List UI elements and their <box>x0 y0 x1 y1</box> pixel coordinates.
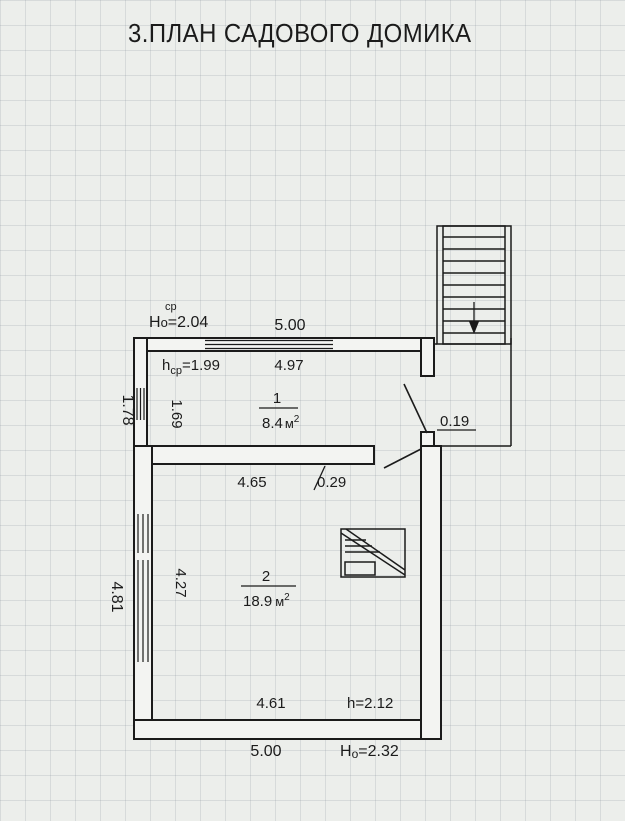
porch-outline <box>434 338 512 447</box>
stove-icon <box>340 528 406 578</box>
inner-top-height-subscript: ср <box>170 365 182 377</box>
room-1-area-unit: м <box>285 416 294 431</box>
door-swing-lower <box>383 448 422 469</box>
outer-top-height-superscript: ср <box>165 301 177 313</box>
dim-top-outer: 5.00 <box>274 317 305 334</box>
partition-leader <box>313 465 326 491</box>
dim-left-lower-inner: 4.27 <box>172 568 189 597</box>
door-swing-upper <box>403 383 428 434</box>
outer-bottom-height-value: =2.32 <box>358 743 399 760</box>
door-post <box>420 431 435 447</box>
dim-left-upper-inner: 1.69 <box>168 399 185 428</box>
room-1-area: 8.4 <box>262 415 283 432</box>
dim-left-lower-outer: 4.81 <box>108 581 125 612</box>
room-2-area-power: 2 <box>284 592 290 603</box>
room-1-area-power: 2 <box>294 414 300 425</box>
outer-top-height-subscript: o <box>161 315 168 330</box>
dim-top-inner: 4.97 <box>274 357 303 374</box>
outer-bottom-height-prefix: H <box>340 743 352 760</box>
inner-top-height-value: =1.99 <box>182 357 220 374</box>
dim-bottom-outer: 5.00 <box>250 743 281 760</box>
dim-bottom-inner: 4.61 <box>256 695 285 712</box>
outer-bottom-height-subscript: o <box>352 747 359 761</box>
outer-top-height-value: =2.04 <box>168 314 209 331</box>
inner-bottom-height: h=2.12 <box>347 695 393 712</box>
inner-top-height-prefix: h <box>162 357 170 374</box>
outer-bottom-height: Ho=2.32 <box>340 743 399 761</box>
right-wall-lower <box>420 445 442 740</box>
inner-top-height: hср=1.99 <box>162 357 220 377</box>
outer-top-height-prefix: H <box>149 314 161 331</box>
room-2-area: 18.9 <box>243 593 272 610</box>
page-title: 3.ПЛАН САДОВОГО ДОМИКА <box>128 18 472 48</box>
room-2-area-unit: м <box>275 594 284 609</box>
dim-partition-inner: 4.65 <box>237 474 266 491</box>
dim-right-wall: 0.19 <box>440 413 469 430</box>
partition-wall <box>133 445 375 465</box>
dim-partition-thickness: 0.29 <box>317 474 346 491</box>
outer-top-height: Ho=2.04 <box>149 314 208 331</box>
dim-left-upper-outer: 1.78 <box>119 394 136 425</box>
staircase <box>436 225 512 345</box>
room-1-number: 1 <box>273 390 281 407</box>
bottom-wall <box>133 719 442 740</box>
room-2-number: 2 <box>262 568 270 585</box>
